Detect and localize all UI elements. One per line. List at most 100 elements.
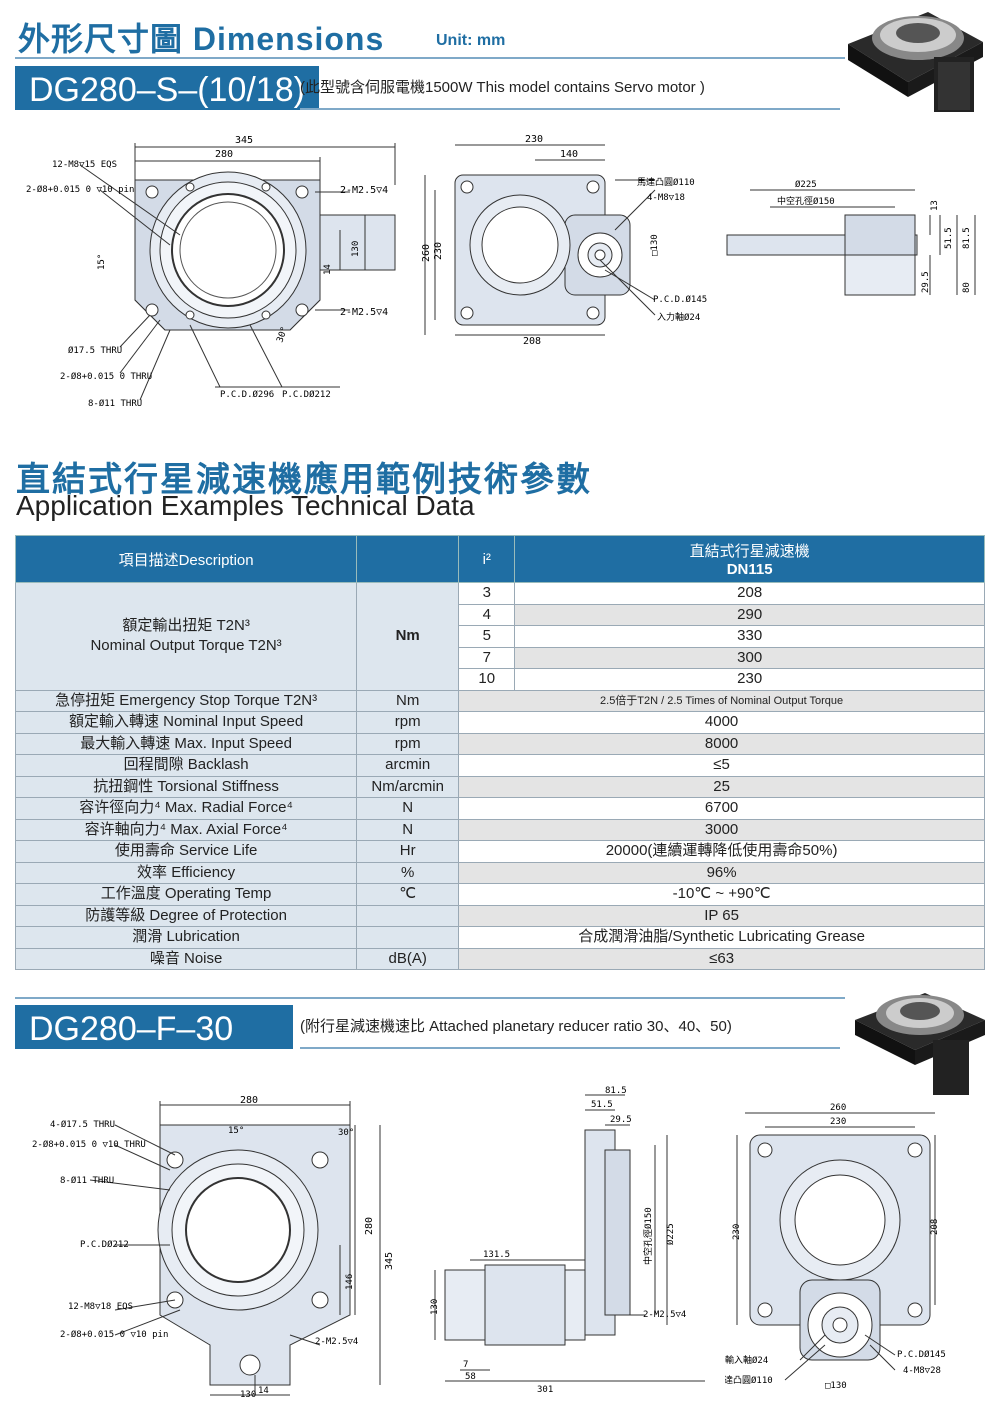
svg-text:2-M2.5▽4: 2-M2.5▽4: [340, 307, 388, 318]
svg-text:345: 345: [235, 135, 253, 146]
svg-text:□130: □130: [825, 1381, 847, 1391]
drawing-motor-view: 230 140 208 260 230 馬達凸圓Ø110 4-M8▽18 □13…: [421, 134, 707, 347]
ratio-cell: 10: [458, 668, 516, 691]
svg-text:Ø225: Ø225: [665, 1223, 676, 1245]
svg-text:131.5: 131.5: [483, 1250, 510, 1260]
row-value: 96%: [458, 861, 985, 884]
torque-value: 290: [514, 603, 985, 626]
model-note-2: (附行星減速機速比 Attached planetary reducer rat…: [300, 1018, 732, 1035]
drawing-f-side-view: 81.5 51.5 29.5 131.5 130 2-M2.5▽4 7 58 3…: [430, 1086, 705, 1395]
row-label: 回程間隙 Backlash: [14, 754, 358, 777]
svg-text:Ø17.5 THRU: Ø17.5 THRU: [68, 345, 122, 356]
svg-text:301: 301: [537, 1385, 553, 1395]
banner-rule-1: [300, 108, 840, 110]
svg-text:280: 280: [215, 149, 233, 160]
svg-text:345: 345: [384, 1252, 395, 1270]
svg-text:P.C.DØ212: P.C.DØ212: [80, 1239, 129, 1250]
svg-text:130: 130: [351, 241, 361, 257]
svg-text:馬達凸圓Ø110: 馬達凸圓Ø110: [637, 176, 695, 188]
row-unit: rpm: [356, 711, 460, 734]
svg-text:中空孔徑Ø150: 中空孔徑Ø150: [777, 195, 835, 207]
ratio-cell: 4: [458, 603, 516, 626]
svg-text:12-M8▽18 EQS: 12-M8▽18 EQS: [68, 1302, 133, 1312]
row-label: 容许徑向力⁴ Max. Radial Force⁴: [14, 797, 358, 820]
table-row: 效率 Efficiency%96%: [14, 861, 985, 884]
torque-value: 300: [514, 646, 985, 669]
page-title: 外形尺寸圖 Dimensions: [18, 21, 385, 57]
svg-text:2-Ø8+0.015 0 ▽10 THRU: 2-Ø8+0.015 0 ▽10 THRU: [32, 1139, 146, 1150]
ratio-cell: 7: [458, 646, 516, 669]
row-unit: Hr: [356, 840, 460, 863]
svg-text:15°: 15°: [97, 254, 107, 270]
torque-value: 230: [514, 668, 985, 691]
svg-text:中空孔徑Ø150: 中空孔徑Ø150: [642, 1207, 654, 1265]
svg-text:208: 208: [523, 336, 541, 347]
svg-text:13: 13: [930, 200, 940, 211]
svg-text:4-M8▽28: 4-M8▽28: [903, 1366, 941, 1376]
row-unit: rpm: [356, 732, 460, 755]
row-label: 額定輸入轉速 Nominal Input Speed: [14, 711, 358, 734]
ratio-cell: 5: [458, 625, 516, 648]
torque-value: 208: [514, 582, 985, 605]
row-label: 潤滑 Lubrication: [14, 926, 358, 949]
row-label: 抗扭鋼性 Torsional Stiffness: [14, 775, 358, 798]
row-value: 4000: [458, 711, 985, 734]
svg-text:51.5: 51.5: [591, 1100, 613, 1110]
svg-text:280: 280: [364, 1217, 375, 1235]
svg-text:2-Ø8+0.015 0 ▽10 pin: 2-Ø8+0.015 0 ▽10 pin: [60, 1329, 168, 1340]
row-label: 容许軸向力⁴ Max. Axial Force⁴: [14, 818, 358, 841]
section-title: 直結式行星減速機應用範例技術參數: [16, 461, 592, 499]
svg-text:280: 280: [240, 1095, 258, 1106]
svg-text:30°: 30°: [338, 1128, 354, 1138]
svg-text:14: 14: [258, 1386, 269, 1396]
svg-text:230: 230: [732, 1224, 742, 1240]
svg-text:130: 130: [430, 1299, 440, 1315]
svg-text:8-Ø11 THRU: 8-Ø11 THRU: [88, 398, 142, 409]
row-value: ≤63: [458, 947, 985, 970]
svg-text:29.5: 29.5: [921, 271, 931, 293]
svg-text:P.C.DØ212: P.C.DØ212: [282, 389, 331, 400]
row-value: 8000: [458, 732, 985, 755]
row-unit: Nm: [356, 689, 460, 712]
table-row: 工作溫度 Operating Temp℃-10℃ ~ +90℃: [14, 883, 985, 906]
row-unit: Nm/arcmin: [356, 775, 460, 798]
row-label: 防護等級 Degree of Protection: [14, 904, 358, 927]
row-value: 6700: [458, 797, 985, 820]
svg-text:130: 130: [240, 1390, 256, 1400]
svg-text:146: 146: [345, 1274, 355, 1290]
row-value: 20000(連續運轉降低使用壽命50%): [458, 840, 985, 863]
row-label: 最大輸入轉速 Max. Input Speed: [14, 732, 358, 755]
product-photo-1: [848, 12, 983, 112]
section-subtitle: Application Examples Technical Data: [16, 490, 475, 521]
svg-text:2-M2.5▽4: 2-M2.5▽4: [340, 185, 388, 196]
header-ratio: i²: [458, 535, 516, 583]
svg-text:2-Ø8+0.015 0 ▽10 pin: 2-Ø8+0.015 0 ▽10 pin: [26, 184, 134, 195]
svg-text:140: 140: [560, 149, 578, 160]
svg-text:29.5: 29.5: [610, 1115, 632, 1125]
svg-text:2-M2.5▽4: 2-M2.5▽4: [643, 1310, 686, 1320]
drawing-f-motor-view: 260 230 230 208 輸入軸Ø24 馬達凸圓Ø110 □130 P.C…: [725, 1103, 946, 1391]
row-label: 噪音 Noise: [14, 947, 358, 970]
svg-text:15°: 15°: [228, 1126, 244, 1136]
svg-text:7: 7: [463, 1360, 468, 1370]
header-desc: 項目描述Description: [14, 535, 358, 583]
svg-text:81.5: 81.5: [962, 227, 972, 249]
row-unit: arcmin: [356, 754, 460, 777]
unit-label: Unit: mm: [436, 32, 506, 49]
row-value: 2.5倍于T2N / 2.5 Times of Nominal Output T…: [458, 689, 985, 712]
svg-text:P.C.DØ145: P.C.DØ145: [897, 1349, 946, 1360]
table-row: 潤滑 Lubrication 合成潤滑油脂/Synthetic Lubricati…: [14, 926, 985, 949]
row-value: 合成潤滑油脂/Synthetic Lubricating Grease: [458, 926, 985, 949]
svg-text:8-Ø11 THRU: 8-Ø11 THRU: [60, 1175, 114, 1186]
row-label: 工作溫度 Operating Temp: [14, 883, 358, 906]
row-value: ≤5: [458, 754, 985, 777]
row-label: 使用壽命 Service Life: [14, 840, 358, 863]
section-rule-2: [15, 997, 845, 999]
